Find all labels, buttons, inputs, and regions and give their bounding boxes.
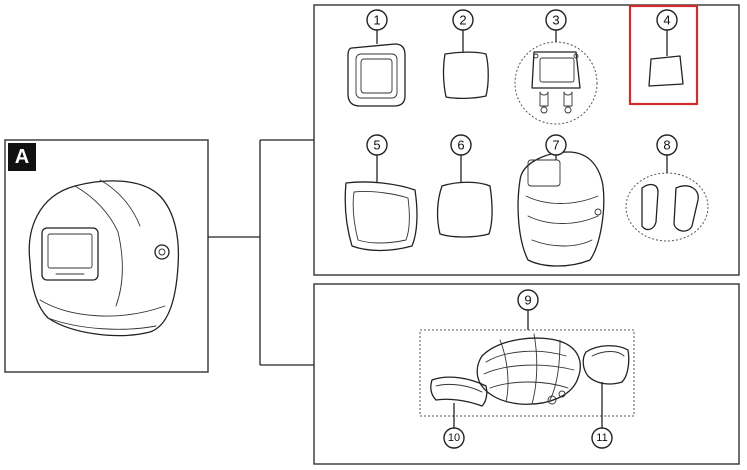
svg-text:10: 10: [448, 432, 460, 444]
part-10-sweatband: [430, 376, 488, 407]
callout-6: 6: [450, 134, 472, 182]
svg-text:3: 3: [552, 13, 559, 28]
callout-4: 4: [656, 9, 678, 56]
callout-9: 9: [517, 289, 539, 330]
part-5-visor-frame: [344, 181, 418, 252]
svg-text:4: 4: [663, 13, 670, 28]
label-badge: [8, 143, 36, 171]
callout-3: 3: [545, 9, 567, 42]
part-6-clear-visor: [436, 181, 493, 238]
main-product-panel: A: [4, 139, 209, 373]
part-9-headgear: [476, 333, 581, 405]
connector-lines: [208, 139, 314, 366]
callout-1: 1: [366, 9, 388, 44]
part-2-cover-lens: [442, 51, 489, 100]
svg-text:11: 11: [596, 432, 607, 444]
headgear-group-outline: [419, 329, 635, 417]
svg-text:2: 2: [459, 13, 466, 28]
callout-8: 8: [656, 134, 678, 173]
callout-5: 5: [366, 134, 388, 182]
svg-text:1: 1: [373, 13, 380, 28]
svg-text:8: 8: [663, 138, 670, 153]
part-4-inside-cover: [628, 4, 699, 106]
callout-2: 2: [452, 9, 474, 52]
callout-10: 10: [443, 403, 465, 449]
callout-7: 7: [545, 134, 567, 160]
highlight-box: [628, 4, 699, 106]
svg-text:7: 7: [552, 138, 559, 153]
welding-helmet-illustration: [28, 179, 180, 337]
lower-parts-panel: 9 10 11: [313, 283, 740, 465]
svg-text:6: 6: [457, 138, 464, 153]
part-11-comfort-pad: [582, 345, 630, 385]
part-1-outer-frame: [347, 43, 406, 107]
upper-parts-panel: 1 2 3 4 5 6 7: [313, 4, 740, 276]
svg-text:9: 9: [524, 293, 531, 308]
callout-11: 11: [591, 382, 613, 449]
main-product-frame: [4, 139, 209, 373]
main-label: A: [15, 146, 29, 168]
lower-parts-frame: [313, 283, 740, 465]
svg-text:5: 5: [373, 138, 380, 153]
